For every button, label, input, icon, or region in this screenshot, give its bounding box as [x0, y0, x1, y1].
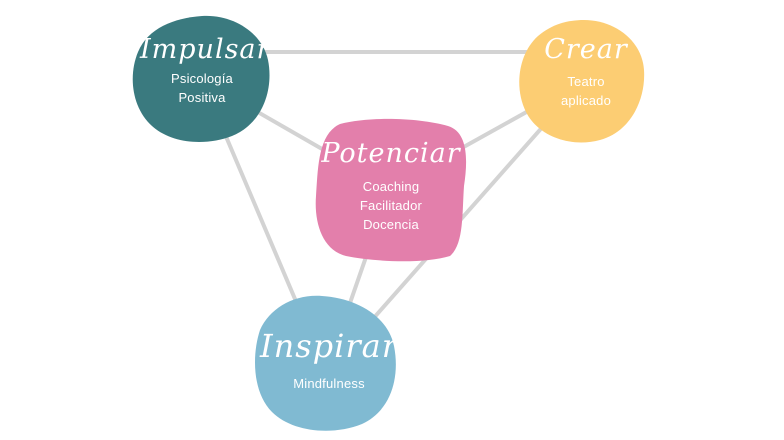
impulsar-title: Impulsar [140, 34, 271, 65]
crear-line-1: Teatro [567, 74, 605, 89]
potenciar-line-2: Facilitador [359, 198, 423, 213]
node-crear: Crear Teatro aplicado [526, 36, 646, 110]
crear-title: Crear [544, 34, 628, 65]
node-impulsar: Impulsar Psicología Positiva [140, 34, 271, 107]
impulsar-line-2: Positiva [178, 90, 226, 105]
potenciar-title: Potenciar [321, 138, 461, 169]
node-potenciar: Potenciar Coaching Facilitador Docencia [318, 140, 464, 234]
crear-line-2: aplicado [560, 93, 612, 108]
potenciar-line-1: Coaching [362, 179, 420, 194]
node-inspirar: Inspirar Mindfulness [256, 330, 402, 393]
crear-paint-blob [519, 20, 645, 143]
impulsar-paint-blob [132, 15, 270, 142]
impulsar-line-1: Psicología [171, 71, 233, 86]
inspirar-paint-blob [255, 295, 396, 431]
inspirar-title: Inspirar [259, 327, 399, 365]
inspirar-line-1: Mindfulness [293, 376, 365, 391]
potenciar-line-3: Docencia [363, 217, 419, 232]
potenciar-paint-blob [315, 118, 467, 262]
